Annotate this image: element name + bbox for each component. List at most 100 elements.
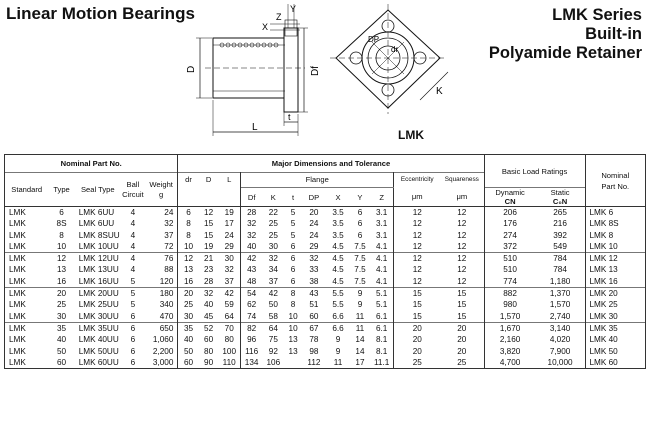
cell-type: 60 [48, 356, 75, 370]
header-unit-um-2: μm [440, 187, 485, 207]
cell-df: 42 [240, 252, 263, 265]
cell-z: 6.1 [369, 321, 395, 335]
cell-ball-circuit: 4 [130, 230, 136, 240]
label-L: L [252, 122, 258, 133]
header-L-blank [218, 187, 241, 207]
cell-t: 13 [288, 335, 298, 345]
cell-ball-circuit: 6 [120, 356, 145, 370]
cell-k: 30 [268, 241, 278, 251]
cell-dynamic: 882 [484, 287, 536, 300]
cell-dr: 35 [177, 321, 199, 335]
cell-z: 3.1 [369, 206, 395, 219]
cell-dp: 67 [301, 321, 326, 335]
cell-type: 30 [57, 311, 67, 321]
cell-k: 22 [268, 208, 278, 217]
cell-seal-type: LMK 40UU [78, 335, 119, 345]
cell-l: 24 [218, 229, 241, 241]
cell-seal-type: LMK 6UU [78, 208, 115, 217]
cell-t: 10 [284, 321, 302, 335]
cell-df: 54 [240, 287, 263, 300]
cell-y: 6 [357, 208, 363, 217]
cell-standard: LMK [4, 345, 49, 357]
cell-dr: 13 [184, 265, 194, 275]
cell-weight: 650 [144, 321, 179, 335]
cell-type: 12 [48, 252, 75, 265]
cell-dr: 40 [184, 335, 194, 345]
cell-weight: 24 [144, 206, 179, 219]
cell-type: 35 [48, 321, 75, 335]
header-squareness: Squareness [440, 172, 485, 188]
series-line-1: LMK Series [552, 6, 642, 24]
cell-df: 134 [240, 356, 263, 370]
cell-eccentricity: 12 [412, 230, 422, 240]
cell-x: 3.5 [332, 230, 344, 240]
header-basic-load-ratings: Basic Load Ratings [484, 154, 586, 188]
cell-dynamic: 206 [503, 208, 517, 217]
cell-dr: 60 [177, 356, 199, 370]
cell-d: 90 [198, 356, 219, 370]
cell-eccentricity: 12 [412, 265, 422, 275]
cell-x: 4.5 [325, 252, 351, 265]
cell-k: 75 [268, 335, 278, 345]
header-flange: Flange [240, 172, 395, 188]
cell-static: 10,000 [535, 356, 586, 370]
cell-t [284, 356, 302, 370]
cell-d: 60 [204, 335, 214, 345]
cell-t: 6 [290, 241, 296, 251]
header-Y: Y [350, 187, 370, 207]
series-line-2: Built-in [585, 25, 642, 43]
cell-dr: 8 [186, 230, 191, 240]
label-t: t [288, 112, 291, 122]
cell-z: 4.1 [369, 275, 395, 288]
cell-squareness: 15 [440, 310, 485, 323]
cell-y: 11 [355, 311, 365, 321]
label-DP: DP [368, 35, 379, 44]
cell-weight: 120 [144, 275, 179, 288]
cell-ball-circuit: 6 [130, 346, 136, 356]
cell-dynamic: 1,670 [484, 321, 536, 335]
cell-dp: 43 [301, 287, 326, 300]
cell-static: 7,900 [535, 345, 586, 357]
cell-type: 8 [59, 230, 64, 240]
cell-seal-type: LMK 16UU [78, 276, 119, 286]
label-Y: Y [290, 4, 296, 14]
cell-eccentricity: 12 [412, 241, 422, 251]
cell-standard: LMK [4, 206, 49, 219]
cell-eccentricity: 15 [412, 300, 422, 310]
cell-ball-circuit: 6 [130, 335, 136, 345]
cell-x: 4.5 [332, 241, 344, 251]
cell-eccentricity: 25 [393, 356, 441, 370]
cell-nominal-part-no: LMK 60 [585, 356, 646, 370]
header-standard: Standard [4, 172, 49, 207]
cell-ball-circuit: 6 [130, 311, 136, 321]
cell-t: 5 [290, 208, 296, 217]
header-L: L [218, 172, 241, 188]
cell-static: 392 [535, 229, 586, 241]
cell-dp: 24 [309, 230, 319, 240]
label-X: X [262, 22, 268, 32]
header-weight: Weight g [144, 172, 179, 207]
cell-df: 43 [247, 265, 257, 275]
cell-nominal-part-no: LMK 16 [585, 275, 646, 288]
cell-ball-circuit: 4 [120, 252, 145, 265]
cell-d: 32 [198, 287, 219, 300]
cell-type: 16 [57, 276, 67, 286]
cell-seal-type: LMK 10UU [78, 241, 119, 251]
cell-d: 12 [204, 208, 214, 217]
cell-standard: LMK [4, 356, 49, 370]
cell-seal-type: LMK 30UU [78, 311, 119, 321]
cell-static: 784 [535, 252, 586, 265]
cell-df: 48 [247, 276, 257, 286]
series-line-3: Polyamide Retainer [488, 44, 642, 62]
cell-dp: 33 [309, 265, 319, 275]
cell-seal-type: LMK 12UU [74, 252, 121, 265]
header-type: Type [48, 172, 75, 207]
cell-weight: 32 [144, 218, 179, 230]
cell-squareness: 12 [440, 218, 485, 230]
cell-squareness: 15 [440, 287, 485, 300]
cell-weight: 3,000 [144, 356, 179, 370]
